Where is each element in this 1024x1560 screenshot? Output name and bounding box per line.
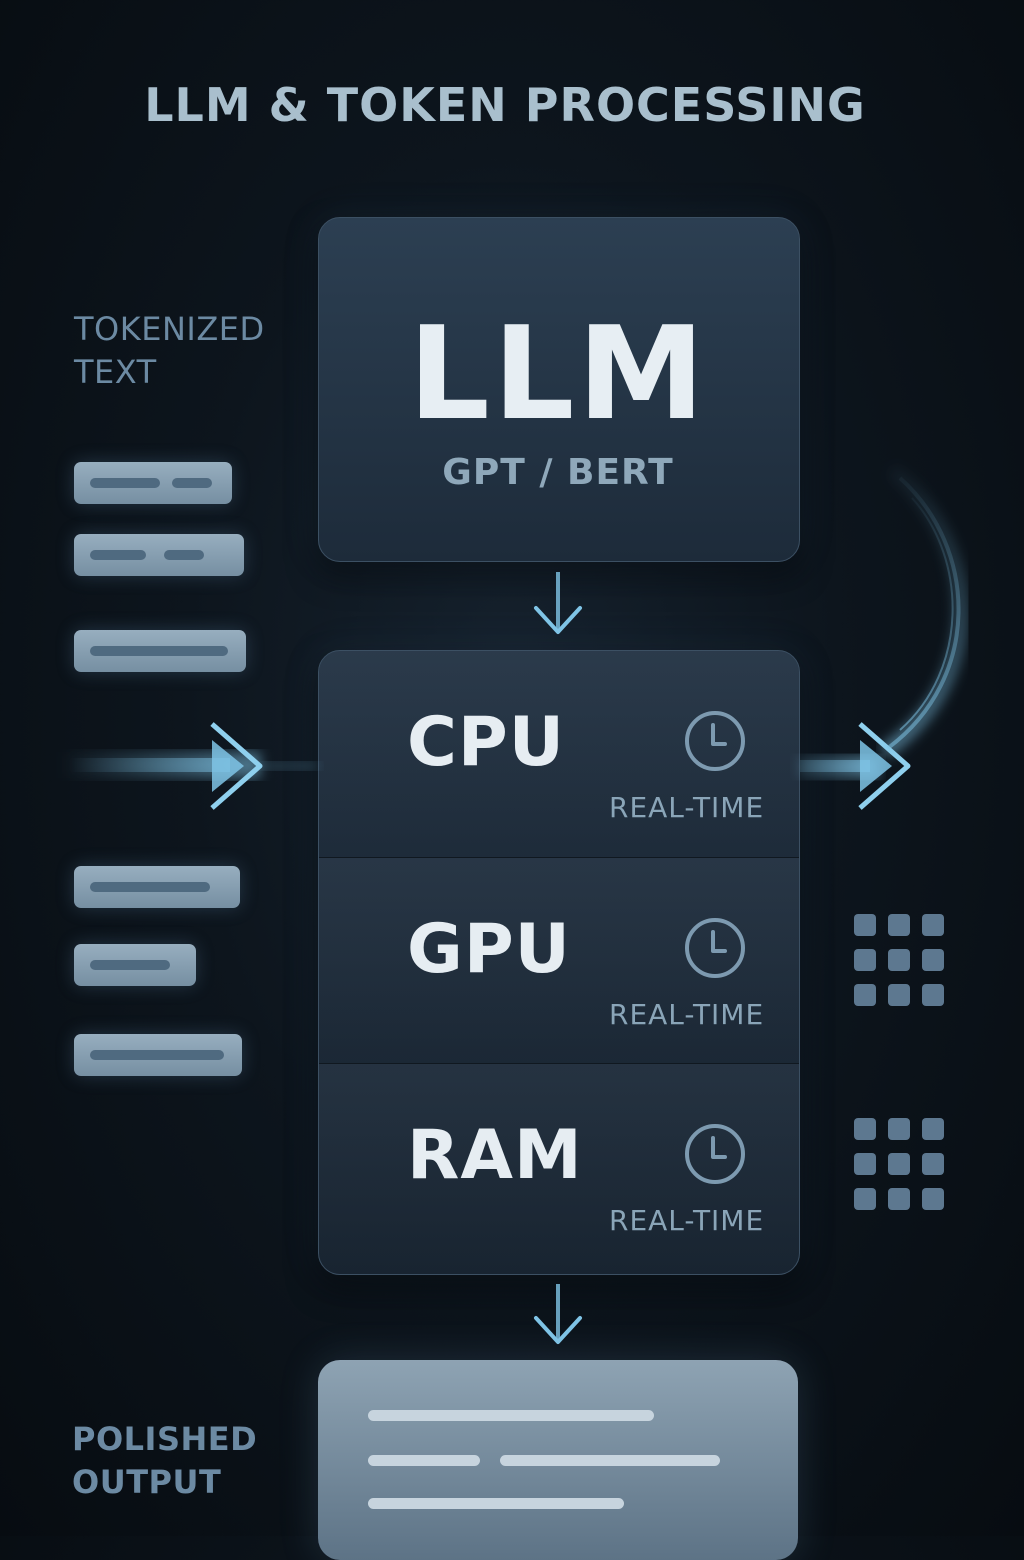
hardware-stack: CPU REAL-TIME GPU REAL-TIME RAM REAL-TIM… — [318, 650, 800, 1275]
diagram-title: LLM & TOKEN PROCESSING — [144, 78, 866, 132]
ram-label: RAM — [407, 1116, 583, 1195]
grid-icon — [854, 1118, 946, 1210]
gpu-label: GPU — [407, 910, 571, 989]
down-arrow-icon — [534, 572, 582, 634]
input-token — [74, 866, 240, 908]
polished-output-label: POLISHED OUTPUT — [72, 1418, 257, 1504]
cpu-segment: CPU REAL-TIME — [319, 651, 799, 857]
input-token — [74, 630, 246, 672]
ram-status: REAL-TIME — [609, 1204, 765, 1237]
cpu-status: REAL-TIME — [609, 791, 765, 824]
llm-card — [318, 217, 800, 562]
input-token — [74, 1034, 242, 1076]
tokenized-text-label: TOKENIZED TEXT — [74, 308, 265, 394]
clock-icon — [685, 918, 745, 978]
ram-segment: RAM REAL-TIME — [319, 1063, 799, 1274]
polished-output-label-line2: OUTPUT — [72, 1463, 222, 1501]
polished-output-card — [318, 1360, 798, 1560]
input-arrow-icon — [60, 722, 318, 810]
llm-subtitle: GPT / BERT — [442, 452, 674, 493]
input-token — [74, 462, 232, 504]
input-token — [74, 534, 244, 576]
tokenized-text-label-line2: TEXT — [74, 353, 157, 391]
gpu-segment: GPU REAL-TIME — [319, 857, 799, 1064]
tokenized-text-label-line1: TOKENIZED — [74, 310, 265, 348]
clock-icon — [685, 711, 745, 771]
polished-output-label-line1: POLISHED — [72, 1420, 258, 1458]
input-token — [74, 944, 196, 986]
llm-title: LLM — [408, 300, 708, 449]
cpu-label: CPU — [407, 703, 565, 782]
clock-icon — [685, 1124, 745, 1184]
output-arrow-icon — [798, 464, 968, 810]
grid-icon — [854, 914, 946, 1006]
down-arrow-icon — [534, 1284, 582, 1344]
gpu-status: REAL-TIME — [609, 998, 765, 1031]
